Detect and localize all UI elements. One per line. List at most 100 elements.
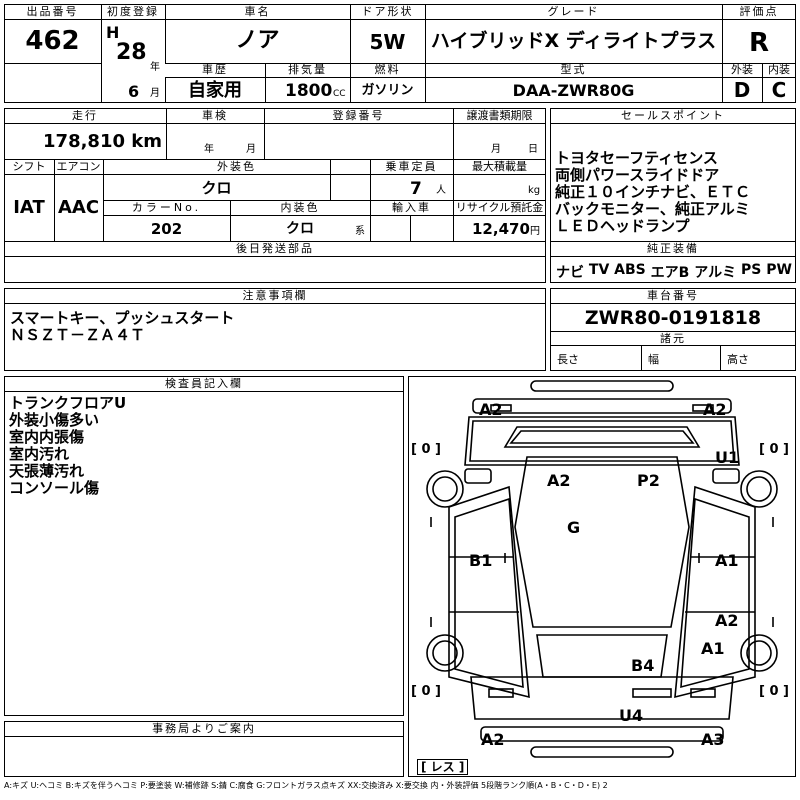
car-diagram: A2 A2 U1 A2 P2 G B1 A1 A2 A1 B4 U4 A2 A3… <box>408 376 796 777</box>
inspection-month-unit: 月 <box>246 144 256 155</box>
caution-section <box>4 288 546 371</box>
reg-month: 6 <box>128 82 140 101</box>
load-unit: kg <box>528 185 541 196</box>
color-no: 202 <box>150 220 183 238</box>
recycle: 12,470 <box>472 220 530 238</box>
inspection-header: 車検 <box>202 109 228 122</box>
mark-b1: B1 <box>469 551 493 570</box>
lot-header: 出品番号 <box>26 5 79 18</box>
caution-line: ＮＳＺＴ－ＺＡ４Ｔ <box>10 326 146 344</box>
mark-u1: U1 <box>715 448 740 467</box>
inspector-line: 室内内張傷 <box>9 428 85 446</box>
transfer-day-unit: 日 <box>528 144 538 155</box>
car-name: ノア <box>235 28 280 53</box>
office-section <box>4 721 404 777</box>
caution-header: 注意事項欄 <box>242 289 308 302</box>
sales-point: ＬＥＤヘッドランプ <box>555 217 690 235</box>
spec-height: 高さ <box>727 353 749 366</box>
inspector-header: 検査員記入欄 <box>165 377 243 390</box>
inspector-line: 室内汚れ <box>9 445 70 463</box>
grade: ハイブリッドX ディライトプラス <box>430 30 717 52</box>
int-color: クロ <box>286 221 314 237</box>
inspector-line: 外装小傷多い <box>9 411 100 429</box>
mileage-header: 走行 <box>72 109 98 122</box>
ext-color: クロ <box>201 179 232 197</box>
mark-b4: B4 <box>631 656 655 675</box>
later-parts-header: 後日発送部品 <box>236 242 314 255</box>
equipment-item: アルミ <box>694 265 737 281</box>
fuel-header: 燃料 <box>374 63 401 76</box>
spec-header: 諸元 <box>660 332 686 345</box>
spec-length: 長さ <box>557 353 579 366</box>
sales-points: トヨタセーフティセンス 両側パワースライドドア 純正１０インチナビ、ＥＴＣ バッ… <box>555 150 750 235</box>
equipment-item: エアB <box>650 265 690 281</box>
int-header: 内装 <box>768 63 790 76</box>
reg-number-header: 登録番号 <box>332 109 385 122</box>
tire-spare: [ レス ] <box>417 759 469 775</box>
spec-width: 幅 <box>648 353 659 366</box>
displacement-header: 排気量 <box>288 63 327 76</box>
caution-line: スマートキー、プッシュスタート <box>10 309 235 327</box>
inspector-line: トランクフロアU <box>9 394 127 412</box>
displacement: 1800 <box>285 81 333 101</box>
ext-score: D <box>733 78 751 102</box>
history: 自家用 <box>188 80 242 101</box>
era: H <box>106 23 120 42</box>
mark-a2-rear-left: A2 <box>481 730 505 749</box>
color-no-header: カラーNo. <box>131 201 202 214</box>
import-header: 輸入車 <box>392 201 431 214</box>
transfer-month-unit: 月 <box>491 144 501 155</box>
first-reg-header: 初度登録 <box>107 5 159 18</box>
mark-a2-front-left: A2 <box>479 400 503 419</box>
year-unit: 年 <box>150 62 160 73</box>
equipment-item: ナビ <box>556 265 584 281</box>
equipment-list: ナビ TV ABS エアB アルミ PS PW <box>556 262 792 282</box>
chassis-number: ZWR80-0191818 <box>584 307 762 329</box>
equipment-item: PS <box>740 262 762 278</box>
shift: IAT <box>13 197 45 218</box>
caution-notes: スマートキー、プッシュスタート ＮＳＺＴ－ＺＡ４Ｔ <box>10 310 234 344</box>
sales-header: セールスポイント <box>621 109 725 122</box>
recycle-unit: 円 <box>530 226 540 237</box>
inspection-year-unit: 年 <box>204 144 214 155</box>
top-section <box>4 4 796 103</box>
score: R <box>748 28 770 58</box>
equipment-item: TV <box>588 262 610 278</box>
ext-color-header: 外装色 <box>217 160 256 173</box>
tire-rear-right: [ 0 ] <box>759 684 789 699</box>
sales-point: トヨタセーフティセンス <box>555 149 718 167</box>
grade-header: グレード <box>547 5 600 18</box>
recycle-header: リサイクル預託金 <box>455 201 544 214</box>
ext-header: 外装 <box>731 63 753 76</box>
int-score: C <box>771 78 787 102</box>
equipment-item: PW <box>766 262 792 278</box>
ac-header: エアコン <box>56 160 101 173</box>
office-header: 事務局よりご案内 <box>152 722 256 735</box>
int-color-header: 内装色 <box>280 201 320 214</box>
history-header: 車歴 <box>202 63 228 76</box>
tire-front-left: [ 0 ] <box>411 442 441 457</box>
sales-section <box>550 108 796 283</box>
legend: A:キズ U:ヘコミ B:キズを伴うヘコミ P:要塗装 W:補修跡 S:錆 C:… <box>4 781 608 790</box>
inspector-line: 天張薄汚れ <box>9 462 85 480</box>
inspector-notes: トランクフロアU 外装小傷多い 室内内張傷 室内汚れ 天張薄汚れ コンソール傷 <box>9 395 126 497</box>
mark-u4: U4 <box>619 706 644 725</box>
model-header: 型式 <box>560 63 587 76</box>
capacity: 7 <box>410 179 422 199</box>
displacement-unit: CC <box>333 89 346 99</box>
int-color-unit: 系 <box>355 226 365 237</box>
car-name-header: 車名 <box>244 5 271 18</box>
score-header: 評価点 <box>739 5 779 18</box>
door-header: ドア形状 <box>361 5 414 18</box>
model: DAA-ZWR80G <box>512 81 635 100</box>
equipment-header: 純正装備 <box>647 242 699 255</box>
sales-point: 両側パワースライドドア <box>555 166 720 184</box>
door-type: 5W <box>369 30 406 54</box>
sales-point: 純正１０インチナビ、ＥＴＣ <box>555 183 751 201</box>
lot-number: 462 <box>25 26 80 56</box>
inspector-line: コンソール傷 <box>9 479 100 497</box>
mark-a1-right: A1 <box>715 551 739 570</box>
mid-left-section <box>4 108 546 283</box>
mark-p2: P2 <box>637 471 660 490</box>
reg-year: 28 <box>116 40 147 65</box>
